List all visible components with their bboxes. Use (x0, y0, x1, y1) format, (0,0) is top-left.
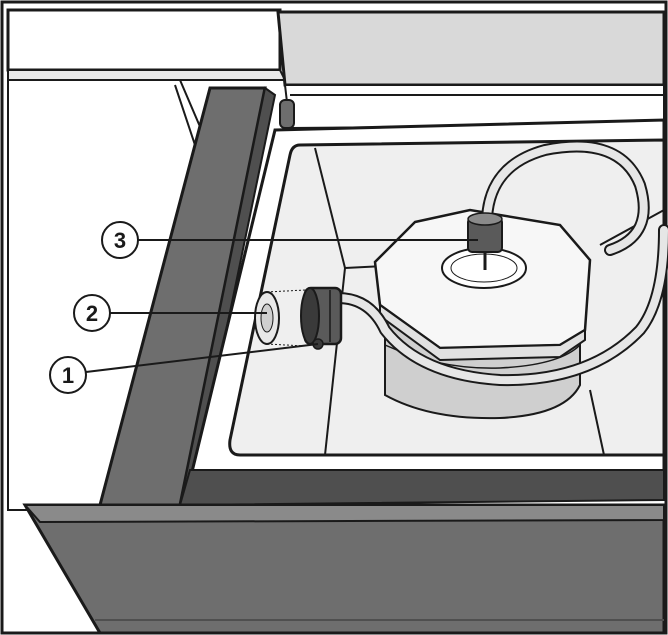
callout-1: 1 (49, 343, 319, 394)
lid-adapter-knob (467, 212, 503, 270)
callout-1-label: 1 (62, 363, 74, 388)
vacuum-container (373, 208, 592, 420)
callout-3-label: 3 (114, 228, 126, 253)
vacuum-hose (332, 140, 668, 387)
callout-2-label: 2 (86, 301, 98, 326)
filter-cap (254, 289, 306, 347)
drawer-front (22, 503, 666, 635)
callout-2: 2 (73, 294, 267, 332)
suction-port (300, 286, 343, 350)
callout-3: 3 (101, 221, 478, 259)
